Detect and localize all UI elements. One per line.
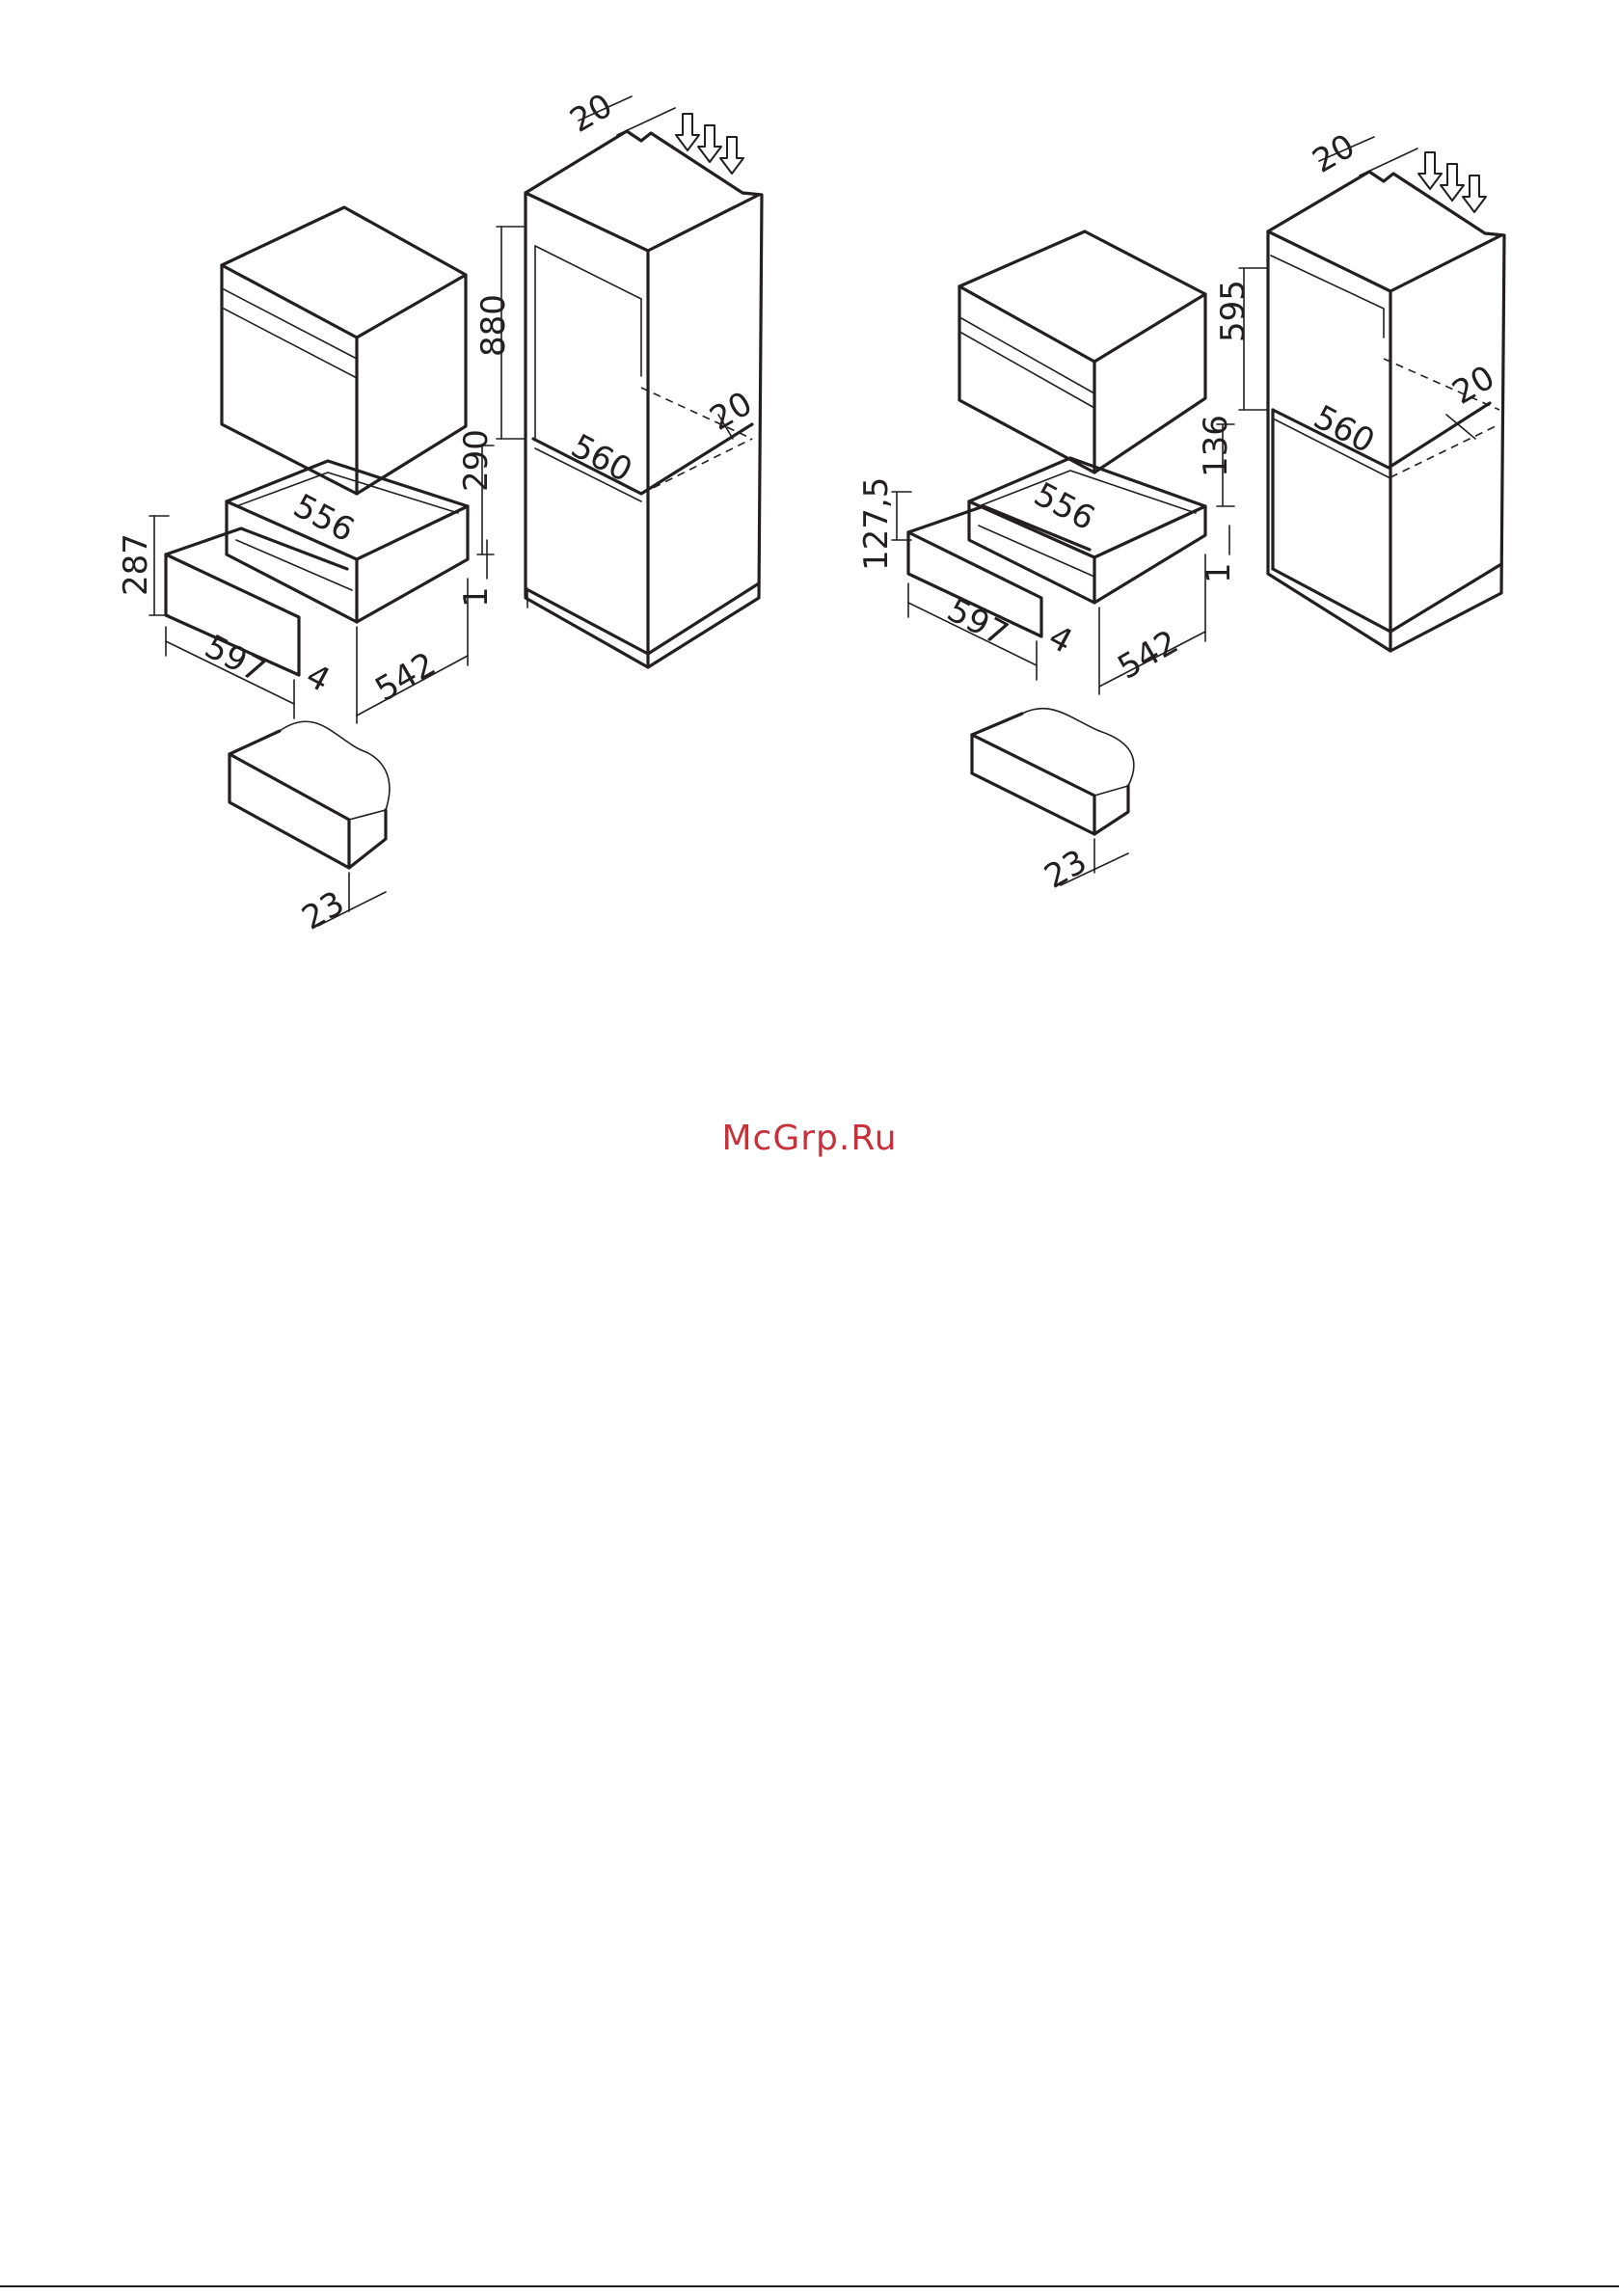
right-diagram: 20 595 560 20 136 556 127,5 597 4 542 1 … [857,127,1504,897]
dim-top-gap: 20 [1307,127,1362,181]
right-oven [959,231,1205,473]
dim-front-thickness: 23 [1039,843,1093,897]
left-dimension-lines [149,96,733,926]
dim-rear-gap: 20 [1446,359,1501,413]
left-dimension-labels: 20 880 560 20 290 556 287 597 4 542 1 23 [117,87,759,938]
dim-depth: 542 [1112,623,1185,688]
airflow-arrows-icon [1418,152,1486,212]
dim-drawer-height: 287 [117,533,155,596]
dim-drawer-niche-height: 136 [1197,415,1235,477]
dim-front-width: 597 [941,591,1014,655]
right-front-panel [972,709,1134,834]
dim-drawer-inner-width: 556 [287,487,361,551]
dim-niche-height: 595 [1214,280,1253,342]
dim-niche-width: 560 [1308,398,1381,462]
dim-niche-height: 880 [474,294,513,357]
left-oven [222,207,466,494]
dim-top-gap: 20 [564,87,619,141]
right-dimension-labels: 20 595 560 20 136 556 127,5 597 4 542 1 … [857,127,1501,897]
dim-step: 1 [457,586,496,608]
airflow-arrows-icon [676,114,743,174]
dim-front-thickness: 23 [296,884,351,938]
left-diagram: 20 880 560 20 290 556 287 597 4 542 1 23 [117,87,762,938]
right-dimension-lines [892,137,1475,885]
right-cabinet [1268,172,1504,651]
page-bottom-rule [0,2285,1619,2287]
dim-drawer-height: 127,5 [857,477,896,571]
left-front-panel [229,721,390,868]
dim-front-width: 597 [199,628,272,691]
dim-drawer-niche-height: 290 [457,429,496,492]
dim-depth: 542 [369,645,443,710]
dim-front-gap: 4 [1042,618,1079,662]
watermark: McGrp.Ru [0,1119,1619,1158]
dim-front-gap: 4 [300,657,337,700]
dim-step: 1 [1200,562,1238,583]
dim-rear-gap: 20 [704,385,759,439]
